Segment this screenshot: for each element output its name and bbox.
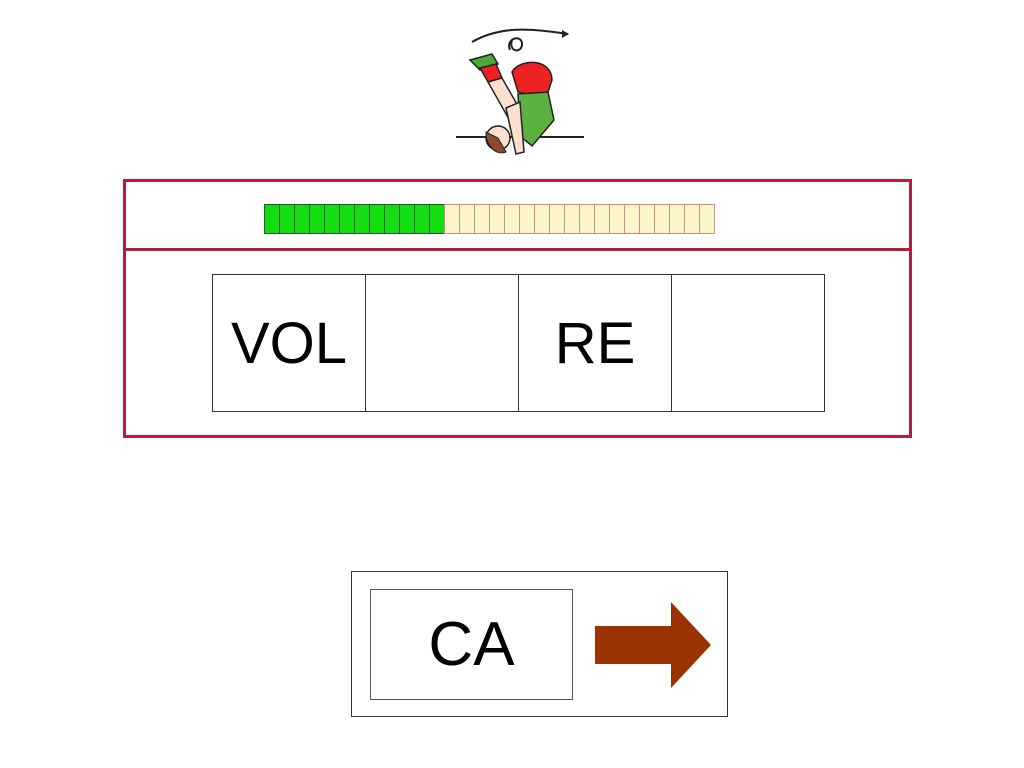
gymnast-flip-icon xyxy=(456,28,584,155)
progress-segment-filled xyxy=(294,204,310,234)
panel-divider xyxy=(126,248,909,251)
progress-segment-empty xyxy=(504,204,520,234)
right-arrow-icon[interactable] xyxy=(595,602,713,688)
progress-segment-empty xyxy=(549,204,565,234)
progress-segment-empty xyxy=(489,204,505,234)
syllable-row: VOL RE xyxy=(212,274,825,412)
answer-box: CA xyxy=(351,571,728,717)
syllable-choice[interactable]: CA xyxy=(370,589,573,700)
progress-segment-empty xyxy=(669,204,685,234)
progress-segment-filled xyxy=(399,204,415,234)
progress-segment-empty xyxy=(609,204,625,234)
progress-segment-filled xyxy=(324,204,340,234)
progress-segment-filled xyxy=(309,204,325,234)
progress-segment-empty xyxy=(594,204,610,234)
progress-segment-filled xyxy=(429,204,445,234)
progress-segment-empty xyxy=(444,204,460,234)
progress-segment-filled xyxy=(369,204,385,234)
word-panel: VOL RE xyxy=(123,179,912,438)
progress-segment-filled xyxy=(264,204,280,234)
progress-segment-empty xyxy=(579,204,595,234)
progress-segment-empty xyxy=(474,204,490,234)
progress-segment-filled xyxy=(339,204,355,234)
syllable-slot-2[interactable] xyxy=(365,274,519,412)
syllable-slot-4[interactable] xyxy=(671,274,825,412)
progress-segment-empty xyxy=(564,204,580,234)
progress-segment-empty xyxy=(654,204,670,234)
progress-segment-filled xyxy=(279,204,295,234)
progress-segment-empty xyxy=(699,204,715,234)
progress-segment-empty xyxy=(639,204,655,234)
progress-segment-filled xyxy=(354,204,370,234)
syllable-slot-3[interactable]: RE xyxy=(518,274,672,412)
progress-segment-empty xyxy=(684,204,700,234)
progress-bar xyxy=(264,204,715,234)
progress-segment-empty xyxy=(519,204,535,234)
syllable-slot-1[interactable]: VOL xyxy=(212,274,366,412)
progress-segment-filled xyxy=(414,204,430,234)
progress-segment-empty xyxy=(459,204,475,234)
progress-segment-filled xyxy=(384,204,400,234)
progress-segment-empty xyxy=(534,204,550,234)
progress-segment-empty xyxy=(624,204,640,234)
